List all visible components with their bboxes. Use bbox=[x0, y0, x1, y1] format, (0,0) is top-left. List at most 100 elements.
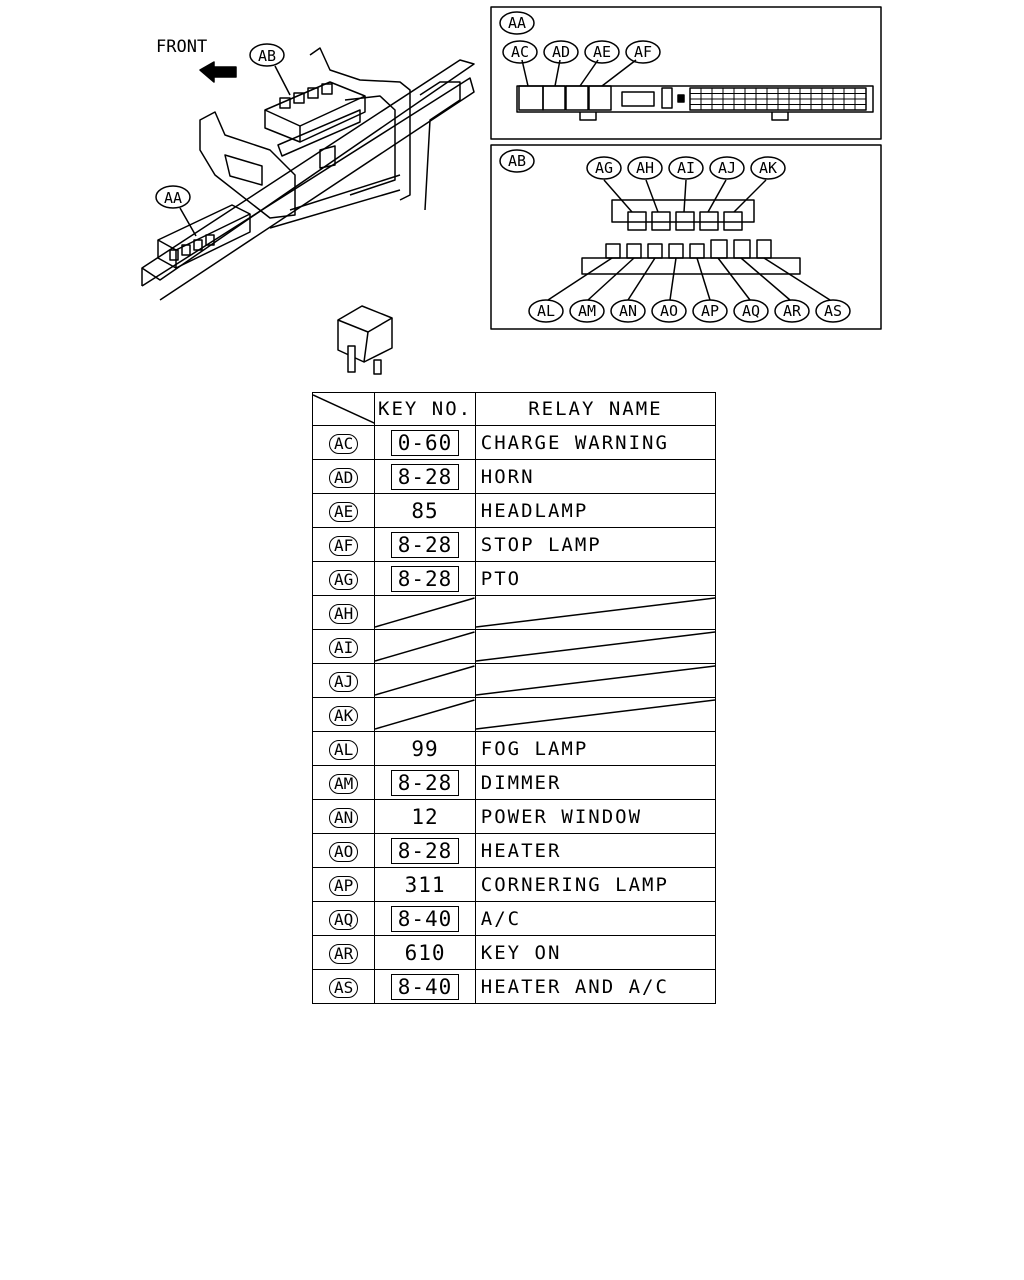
key-no-cell: 8-28 bbox=[374, 833, 476, 868]
panel-ab-top-relay-label: AH bbox=[636, 159, 654, 177]
relay-tag: AK bbox=[329, 705, 359, 726]
key-no-value: 99 bbox=[411, 736, 439, 761]
key-slash-cell bbox=[374, 663, 476, 698]
key-no-cell: 8-28 bbox=[374, 527, 476, 562]
key-no-cell: 8-28 bbox=[374, 459, 476, 494]
header-corner-cell bbox=[311, 392, 376, 426]
relay-box-ab-drawing bbox=[264, 81, 366, 157]
relay-tag-cell: AE bbox=[311, 493, 376, 528]
relay-tag-cell: AL bbox=[311, 731, 376, 766]
panel-ab-bottom-relay-label-oval bbox=[733, 299, 769, 323]
panel-ab-bottom-relay-label-oval bbox=[774, 299, 810, 323]
front-arrow-icon bbox=[199, 61, 237, 83]
relay-tag-cell: AQ bbox=[311, 901, 376, 936]
panel-ab-top-relay-label-oval bbox=[750, 156, 786, 180]
relay-name-cell: HEATER bbox=[474, 833, 717, 868]
relay-tag: AG bbox=[329, 569, 359, 590]
key-no-value: 311 bbox=[404, 872, 446, 897]
relay-tag: AQ bbox=[329, 909, 359, 930]
panel-aa-label-oval bbox=[499, 11, 535, 35]
relay-location-diagram: FRONT AB AA AAACADAEAFABAGAHAIAJAKALAMAN… bbox=[141, 6, 882, 375]
relay-tag-cell: AD bbox=[311, 459, 376, 494]
key-no-value: 0-60 bbox=[390, 429, 460, 456]
panel-ab-label-oval bbox=[499, 149, 535, 173]
relay-tag: AE bbox=[329, 501, 359, 522]
key-no-cell: 8-40 bbox=[374, 901, 476, 936]
relay-tag: AI bbox=[329, 637, 359, 658]
name-slash-cell bbox=[474, 595, 717, 630]
panel-ab-top-relay-label-oval bbox=[709, 156, 745, 180]
relay-tag-cell: AM bbox=[311, 765, 376, 800]
relay-tag-cell: AC bbox=[311, 425, 376, 460]
vehicle-frame-drawing bbox=[141, 47, 475, 301]
panel-aa-relay-label-oval bbox=[625, 40, 661, 64]
relay-name-cell: CHARGE WARNING bbox=[474, 425, 717, 460]
panel-ab-top-relay-label-oval bbox=[668, 156, 704, 180]
relay-tag: AF bbox=[329, 535, 359, 556]
table-row: AH bbox=[311, 595, 717, 630]
panel-ab-top-relay-label: AK bbox=[759, 159, 777, 177]
panel-ab-top-relay-label: AI bbox=[677, 159, 695, 177]
panel-ab-top-relay-label: AJ bbox=[718, 159, 736, 177]
relay-tag-cell: AS bbox=[311, 969, 376, 1004]
key-no-value: 8-28 bbox=[390, 837, 460, 864]
relay-tag: AN bbox=[329, 807, 359, 828]
key-no-value: 610 bbox=[404, 940, 446, 965]
panel-aa-label: AA bbox=[508, 14, 526, 32]
relay-name-cell: A/C bbox=[474, 901, 717, 936]
panel-ab-bottom-relay-label: AM bbox=[578, 302, 596, 320]
relay-tag: AO bbox=[329, 841, 359, 862]
relay-name-cell: HEATER AND A/C bbox=[474, 969, 717, 1004]
panel-ab-bottom-relay-label: AO bbox=[660, 302, 678, 320]
relay-tag: AD bbox=[329, 467, 359, 488]
relay-tag: AP bbox=[329, 875, 359, 896]
relay-box-aa-drawing bbox=[157, 204, 251, 269]
relay-name-cell: POWER WINDOW bbox=[474, 799, 717, 834]
relay-tag-cell: AR bbox=[311, 935, 376, 970]
panel-ab-top-relay-label: AG bbox=[595, 159, 613, 177]
relay-tag-cell: AG bbox=[311, 561, 376, 596]
key-no-value: 8-40 bbox=[390, 973, 460, 1000]
table-row: AR 610 KEY ON bbox=[311, 935, 717, 970]
relay-tag-cell: AI bbox=[311, 629, 376, 664]
relay-tag: AL bbox=[329, 739, 359, 760]
relay-tag: AH bbox=[329, 603, 359, 624]
panel-ab-bottom-relay-label: AR bbox=[783, 302, 802, 320]
front-label: FRONT bbox=[156, 37, 207, 57]
relay-tag-cell: AH bbox=[311, 595, 376, 630]
key-no-cell: 0-60 bbox=[374, 425, 476, 460]
relay-tag: AM bbox=[329, 773, 359, 794]
panel-aa-frame bbox=[490, 6, 882, 140]
table-row: AI bbox=[311, 629, 717, 664]
panel-ab-bottom-relay-label-oval bbox=[815, 299, 851, 323]
key-no-value: 8-28 bbox=[390, 531, 460, 558]
panel-aa-relay-label-oval bbox=[584, 40, 620, 64]
name-slash-cell bbox=[474, 629, 717, 664]
header-key-no: KEY NO. bbox=[374, 392, 476, 426]
panel-aa-relay-label-oval bbox=[543, 40, 579, 64]
callout-aa-label: AA bbox=[164, 189, 182, 207]
panel-ab-frame bbox=[490, 144, 882, 330]
key-no-cell: 85 bbox=[374, 493, 476, 528]
relay-tag: AS bbox=[329, 977, 359, 998]
panel-ab-top-relay-label-oval bbox=[627, 156, 663, 180]
key-slash-cell bbox=[374, 697, 476, 732]
relay-name-cell: KEY ON bbox=[474, 935, 717, 970]
key-no-cell: 8-40 bbox=[374, 969, 476, 1004]
relay-tag-cell: AN bbox=[311, 799, 376, 834]
table-row: AS 8-40 HEATER AND A/C bbox=[311, 969, 717, 1004]
key-no-value: 85 bbox=[411, 498, 439, 523]
panel-aa-relay-label: AD bbox=[552, 43, 570, 61]
table-header-row: KEY NO. RELAY NAME bbox=[311, 392, 717, 426]
key-no-cell: 311 bbox=[374, 867, 476, 902]
panel-aa-relay-block bbox=[516, 59, 874, 121]
key-no-value: 12 bbox=[411, 804, 439, 829]
relay-name-cell: DIMMER bbox=[474, 765, 717, 800]
